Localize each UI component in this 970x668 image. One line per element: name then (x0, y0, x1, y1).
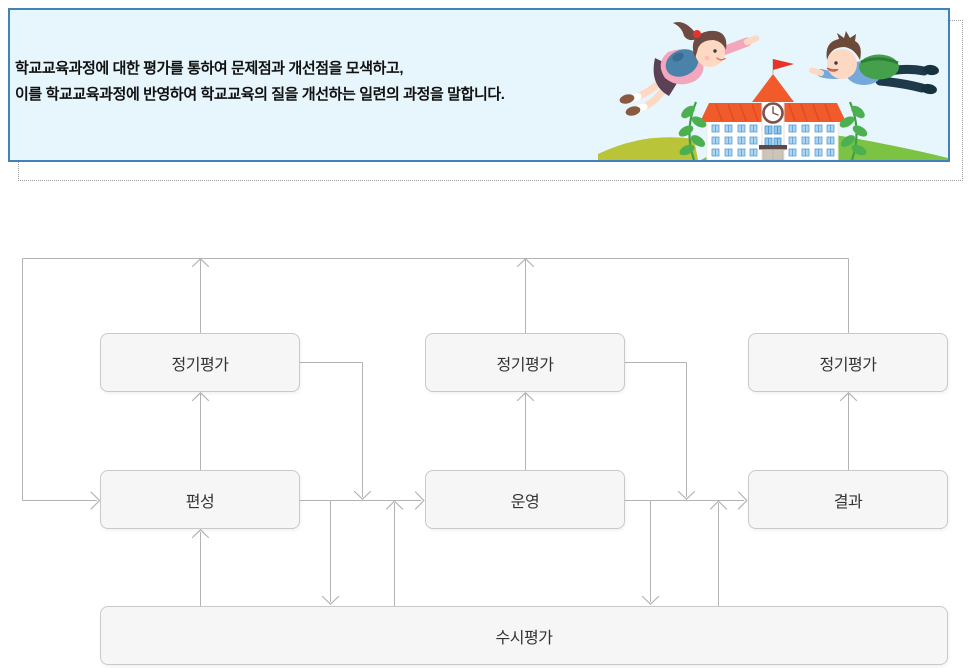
node-stage-result: 결과 (748, 470, 948, 529)
school-building (700, 59, 846, 160)
banner-description-line-1: 학교교육과정에 대한 평가를 통하여 문제점과 개선점을 모색하고, (15, 60, 404, 77)
girl-ponytail (673, 22, 699, 41)
arrowheads (90, 257, 858, 606)
tower-roof (752, 74, 794, 102)
node-periodic-eval-1-label: 정기평가 (171, 356, 229, 374)
node-ongoing-eval-label: 수시평가 (495, 629, 553, 647)
banner-description: 학교교육과정에 대한 평가를 통하여 문제점과 개선점을 모색하고, 이를 학교… (15, 56, 505, 108)
node-stage-result-label: 결과 (833, 493, 863, 511)
red-flag (773, 59, 794, 70)
banner-description-line-2: 이를 학교교육과정에 반영하여 학교교육의 질을 개선하는 일련의 과정을 말합… (15, 86, 505, 103)
node-periodic-eval-3-label: 정기평가 (819, 356, 877, 374)
node-ongoing-eval: 수시평가 (100, 606, 948, 665)
node-periodic-eval-2: 정기평가 (425, 333, 625, 392)
flying-boy (809, 31, 939, 95)
flying-girl (619, 22, 760, 116)
node-periodic-eval-3: 정기평가 (748, 333, 948, 392)
boy-hair (826, 31, 861, 60)
node-stage-operation: 운영 (425, 470, 625, 529)
clock (762, 102, 784, 124)
node-stage-organization: 편성 (100, 470, 300, 529)
door-lintel (759, 145, 787, 150)
node-stage-operation-label: 운영 (510, 493, 540, 511)
girl-hair (692, 30, 727, 58)
node-stage-organization-label: 편성 (185, 493, 215, 511)
node-periodic-eval-2-label: 정기평가 (496, 356, 554, 374)
node-periodic-eval-1: 정기평가 (100, 333, 300, 392)
children-flying-to-school-illustration (598, 22, 948, 160)
intro-banner: 학교교육과정에 대한 평가를 통하여 문제점과 개선점을 모색하고, 이를 학교… (8, 8, 950, 162)
girl-hair-bow (693, 30, 701, 38)
